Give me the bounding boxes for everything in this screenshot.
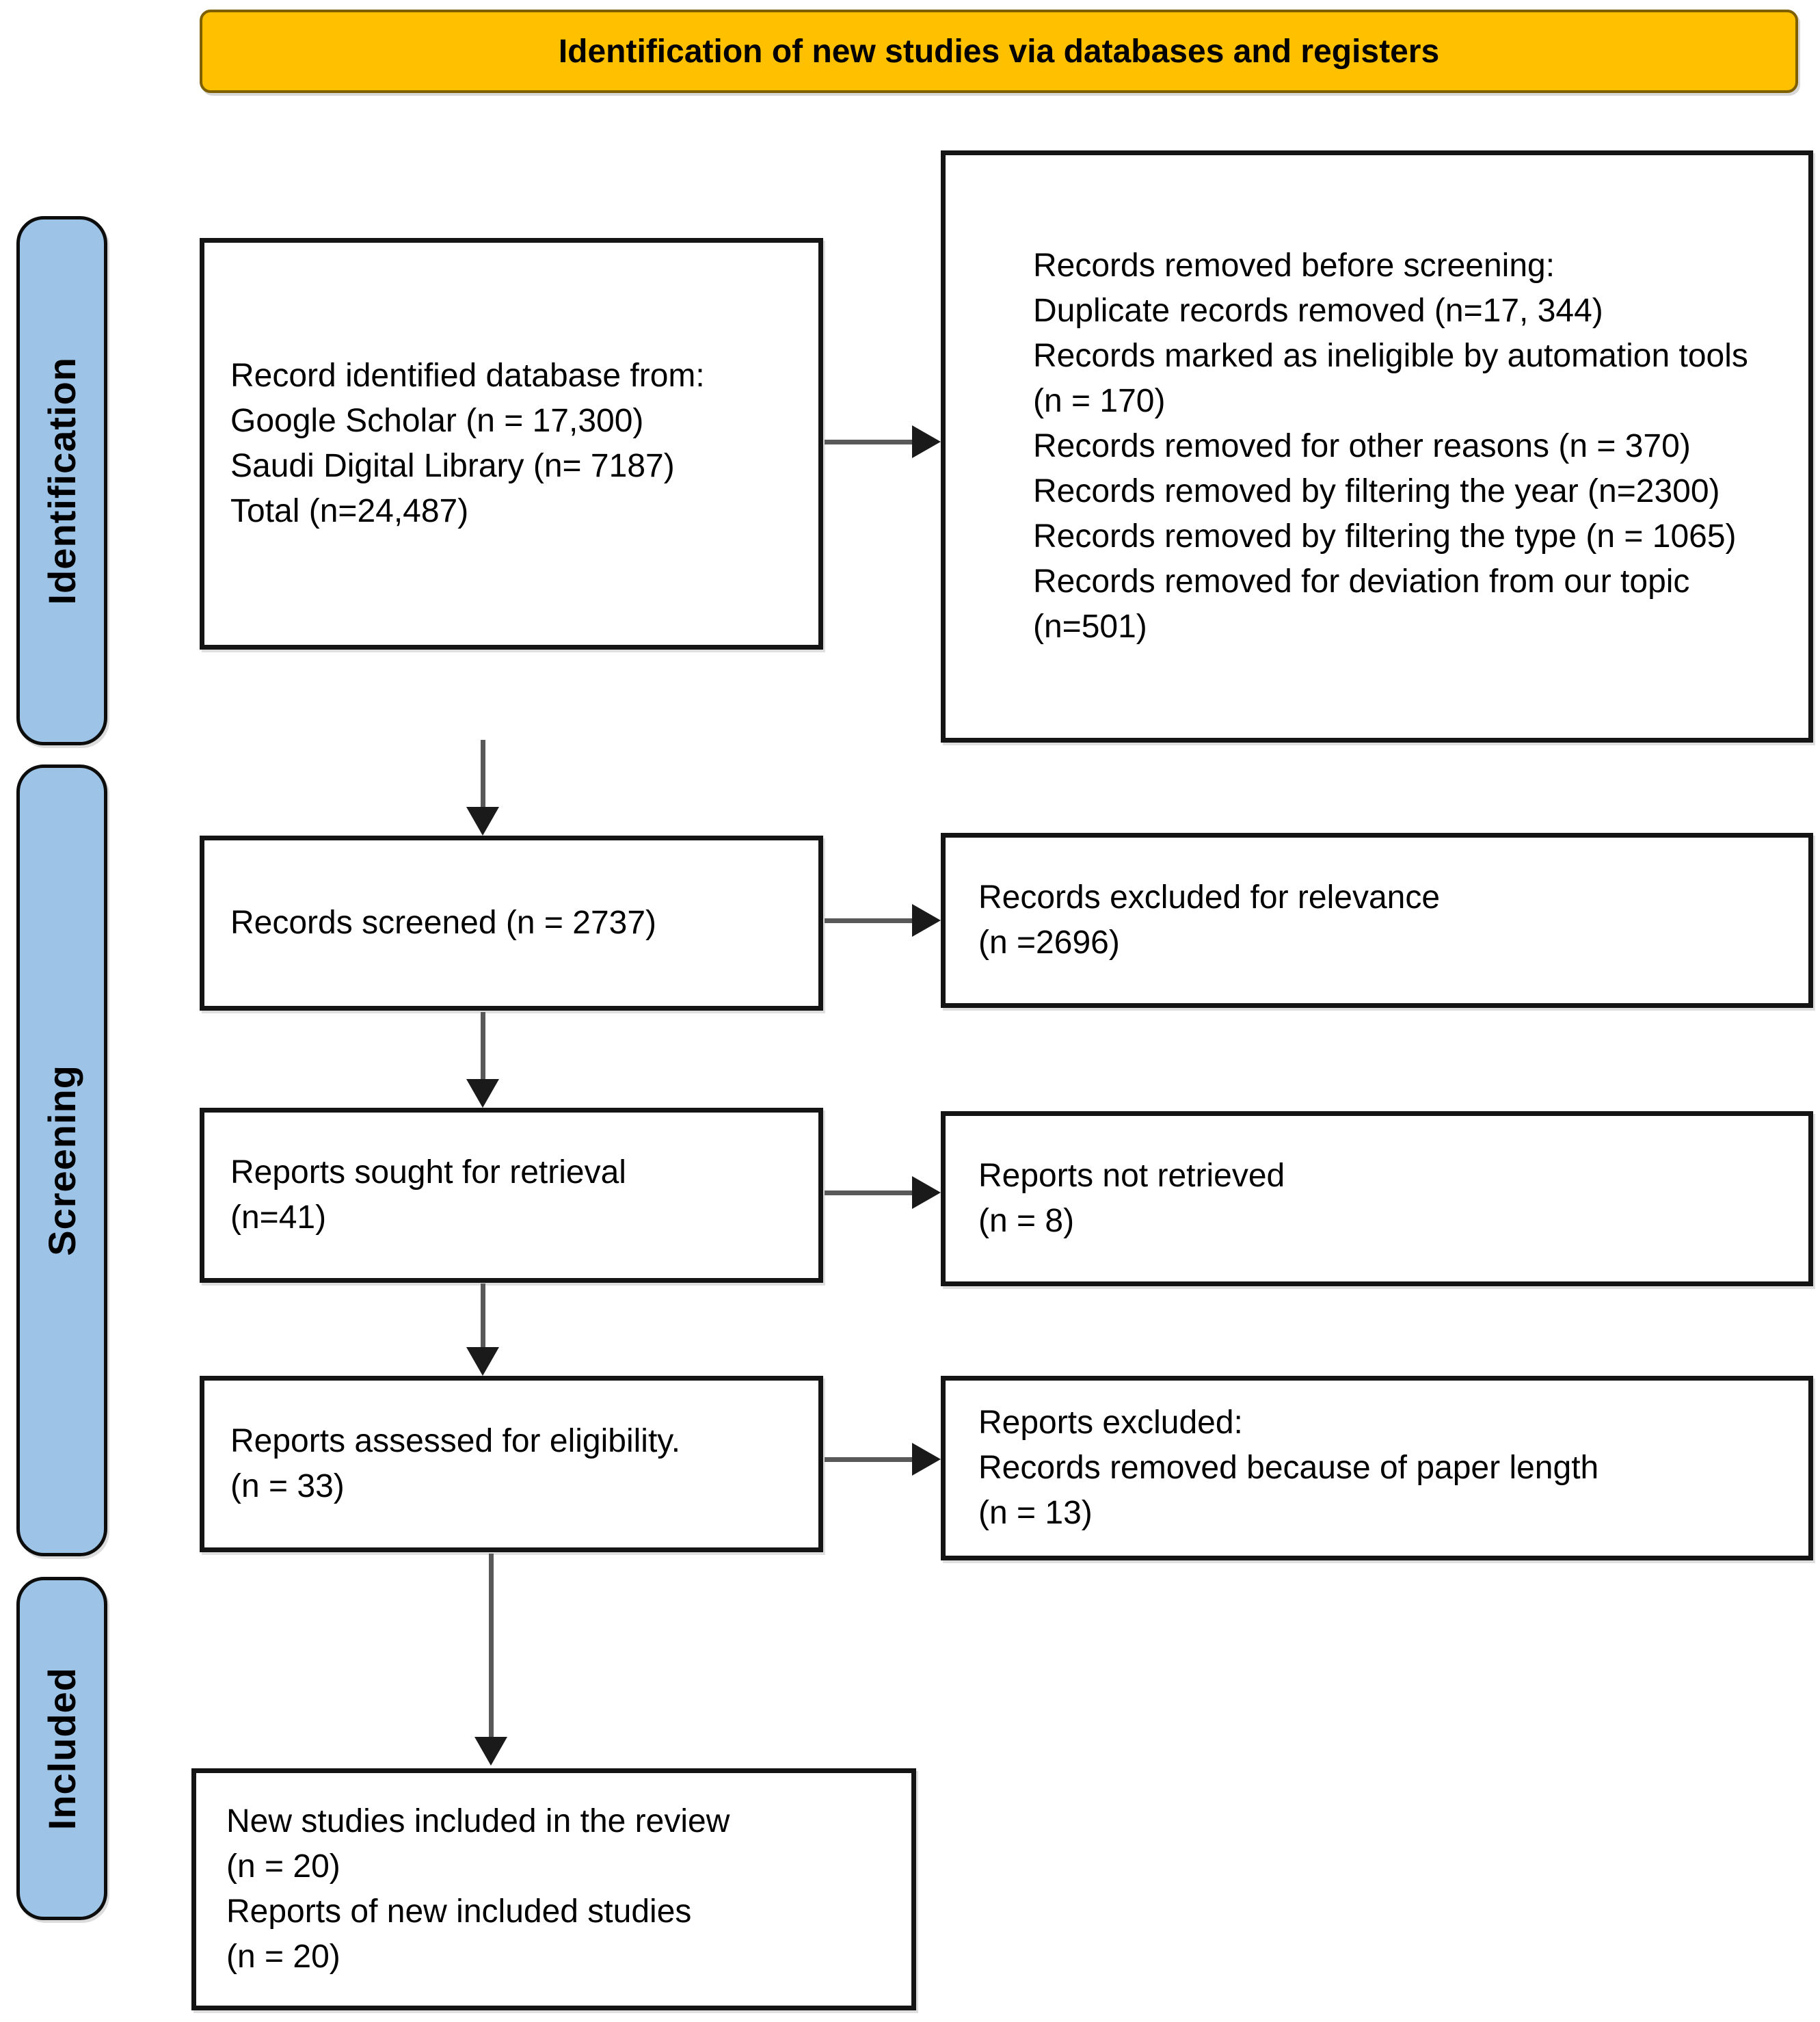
reports-not-retrieved-line: (n = 8) [978,1203,1075,1239]
box-records-identified: Record identified database from: Google … [200,238,823,650]
stage-included-label: Included [40,1666,83,1831]
arrow-line [481,1012,485,1082]
arrow-line [825,918,915,923]
stage-screening: Screening [16,764,107,1556]
arrow-sought-to-not-retrieved [825,1176,941,1209]
arrow-down-icon [466,1347,499,1376]
records-removed-line: Records removed by filtering the type (n… [1033,518,1737,555]
box-records-removed-before-screening: Records removed before screening: Duplic… [941,150,1813,743]
arrow-right-icon [912,1443,941,1476]
arrow-right-icon [912,904,941,937]
new-studies-line: New studies included in the review [226,1803,730,1839]
box-reports-not-retrieved: Reports not retrieved (n = 8) [941,1111,1813,1286]
arrow-right-icon [912,1176,941,1209]
reports-sought-line: Reports sought for retrieval [230,1154,626,1190]
records-removed-line: Records removed for other reasons (n = 3… [1033,428,1691,464]
records-removed-line: Records removed by filtering the year (n… [1033,473,1720,509]
reports-excluded-line: Reports excluded: [978,1405,1243,1441]
arrow-line [825,440,915,444]
records-removed-line: Duplicate records removed (n=17, 344) [1033,293,1603,329]
reports-assessed-line: (n = 33) [230,1468,345,1504]
records-removed-line: Records removed for deviation from our t… [1033,563,1690,645]
arrow-identified-to-screened [466,740,499,836]
box-new-studies-included: New studies included in the review (n = … [191,1768,916,2010]
records-identified-line: Saudi Digital Library (n= 7187) [230,448,675,484]
reports-assessed-line: Reports assessed for eligibility. [230,1423,681,1459]
box-records-screened: Records screened (n = 2737) [200,836,823,1011]
arrow-screened-to-excluded [825,904,941,937]
box-reports-excluded: Reports excluded: Records removed becaus… [941,1376,1813,1560]
arrow-identified-to-removed [825,425,941,458]
records-excluded-line: Records excluded for relevance [978,879,1441,916]
stage-included: Included [16,1577,107,1920]
records-excluded-line: (n =2696) [978,924,1120,961]
arrow-down-icon [466,807,499,836]
records-identified-line: Record identified database from: [230,358,705,394]
arrow-line [481,1283,485,1350]
arrow-assessed-to-included [474,1554,507,1766]
new-studies-line: (n = 20) [226,1939,340,1975]
reports-not-retrieved-line: Reports not retrieved [978,1158,1285,1194]
arrow-down-icon [466,1079,499,1108]
arrow-screened-to-sought [466,1012,499,1108]
stage-screening-label: Screening [40,1065,83,1256]
stage-identification: Identification [16,216,107,745]
reports-excluded-line: (n = 13) [978,1495,1093,1531]
arrow-line [481,740,485,810]
banner-title: Identification of new studies via databa… [558,33,1440,70]
arrow-right-icon [912,425,941,458]
records-removed-line: Records marked as ineligible by automati… [1033,338,1748,419]
stage-identification-label: Identification [40,356,83,605]
records-screened-line: Records screened (n = 2737) [230,905,657,941]
reports-excluded-line: Records removed because of paper length [978,1450,1599,1486]
records-identified-line: Total (n=24,487) [230,493,469,529]
arrow-line [825,1457,915,1462]
records-identified-line: Google Scholar (n = 17,300) [230,403,644,439]
box-reports-sought-for-retrieval: Reports sought for retrieval (n=41) [200,1108,823,1283]
arrow-assessed-to-reports-excluded [825,1443,941,1476]
new-studies-line: Reports of new included studies [226,1893,692,1930]
arrow-sought-to-assessed [466,1283,499,1376]
banner-identification-via-databases: Identification of new studies via databa… [200,10,1798,93]
new-studies-line: (n = 20) [226,1848,340,1885]
arrow-down-icon [474,1737,507,1766]
arrow-line [489,1554,494,1740]
box-reports-assessed-for-eligibility: Reports assessed for eligibility. (n = 3… [200,1376,823,1552]
arrow-line [825,1190,915,1195]
reports-sought-line: (n=41) [230,1199,327,1236]
records-removed-line: Records removed before screening: [1033,248,1555,284]
box-records-excluded-for-relevance: Records excluded for relevance (n =2696) [941,833,1813,1008]
